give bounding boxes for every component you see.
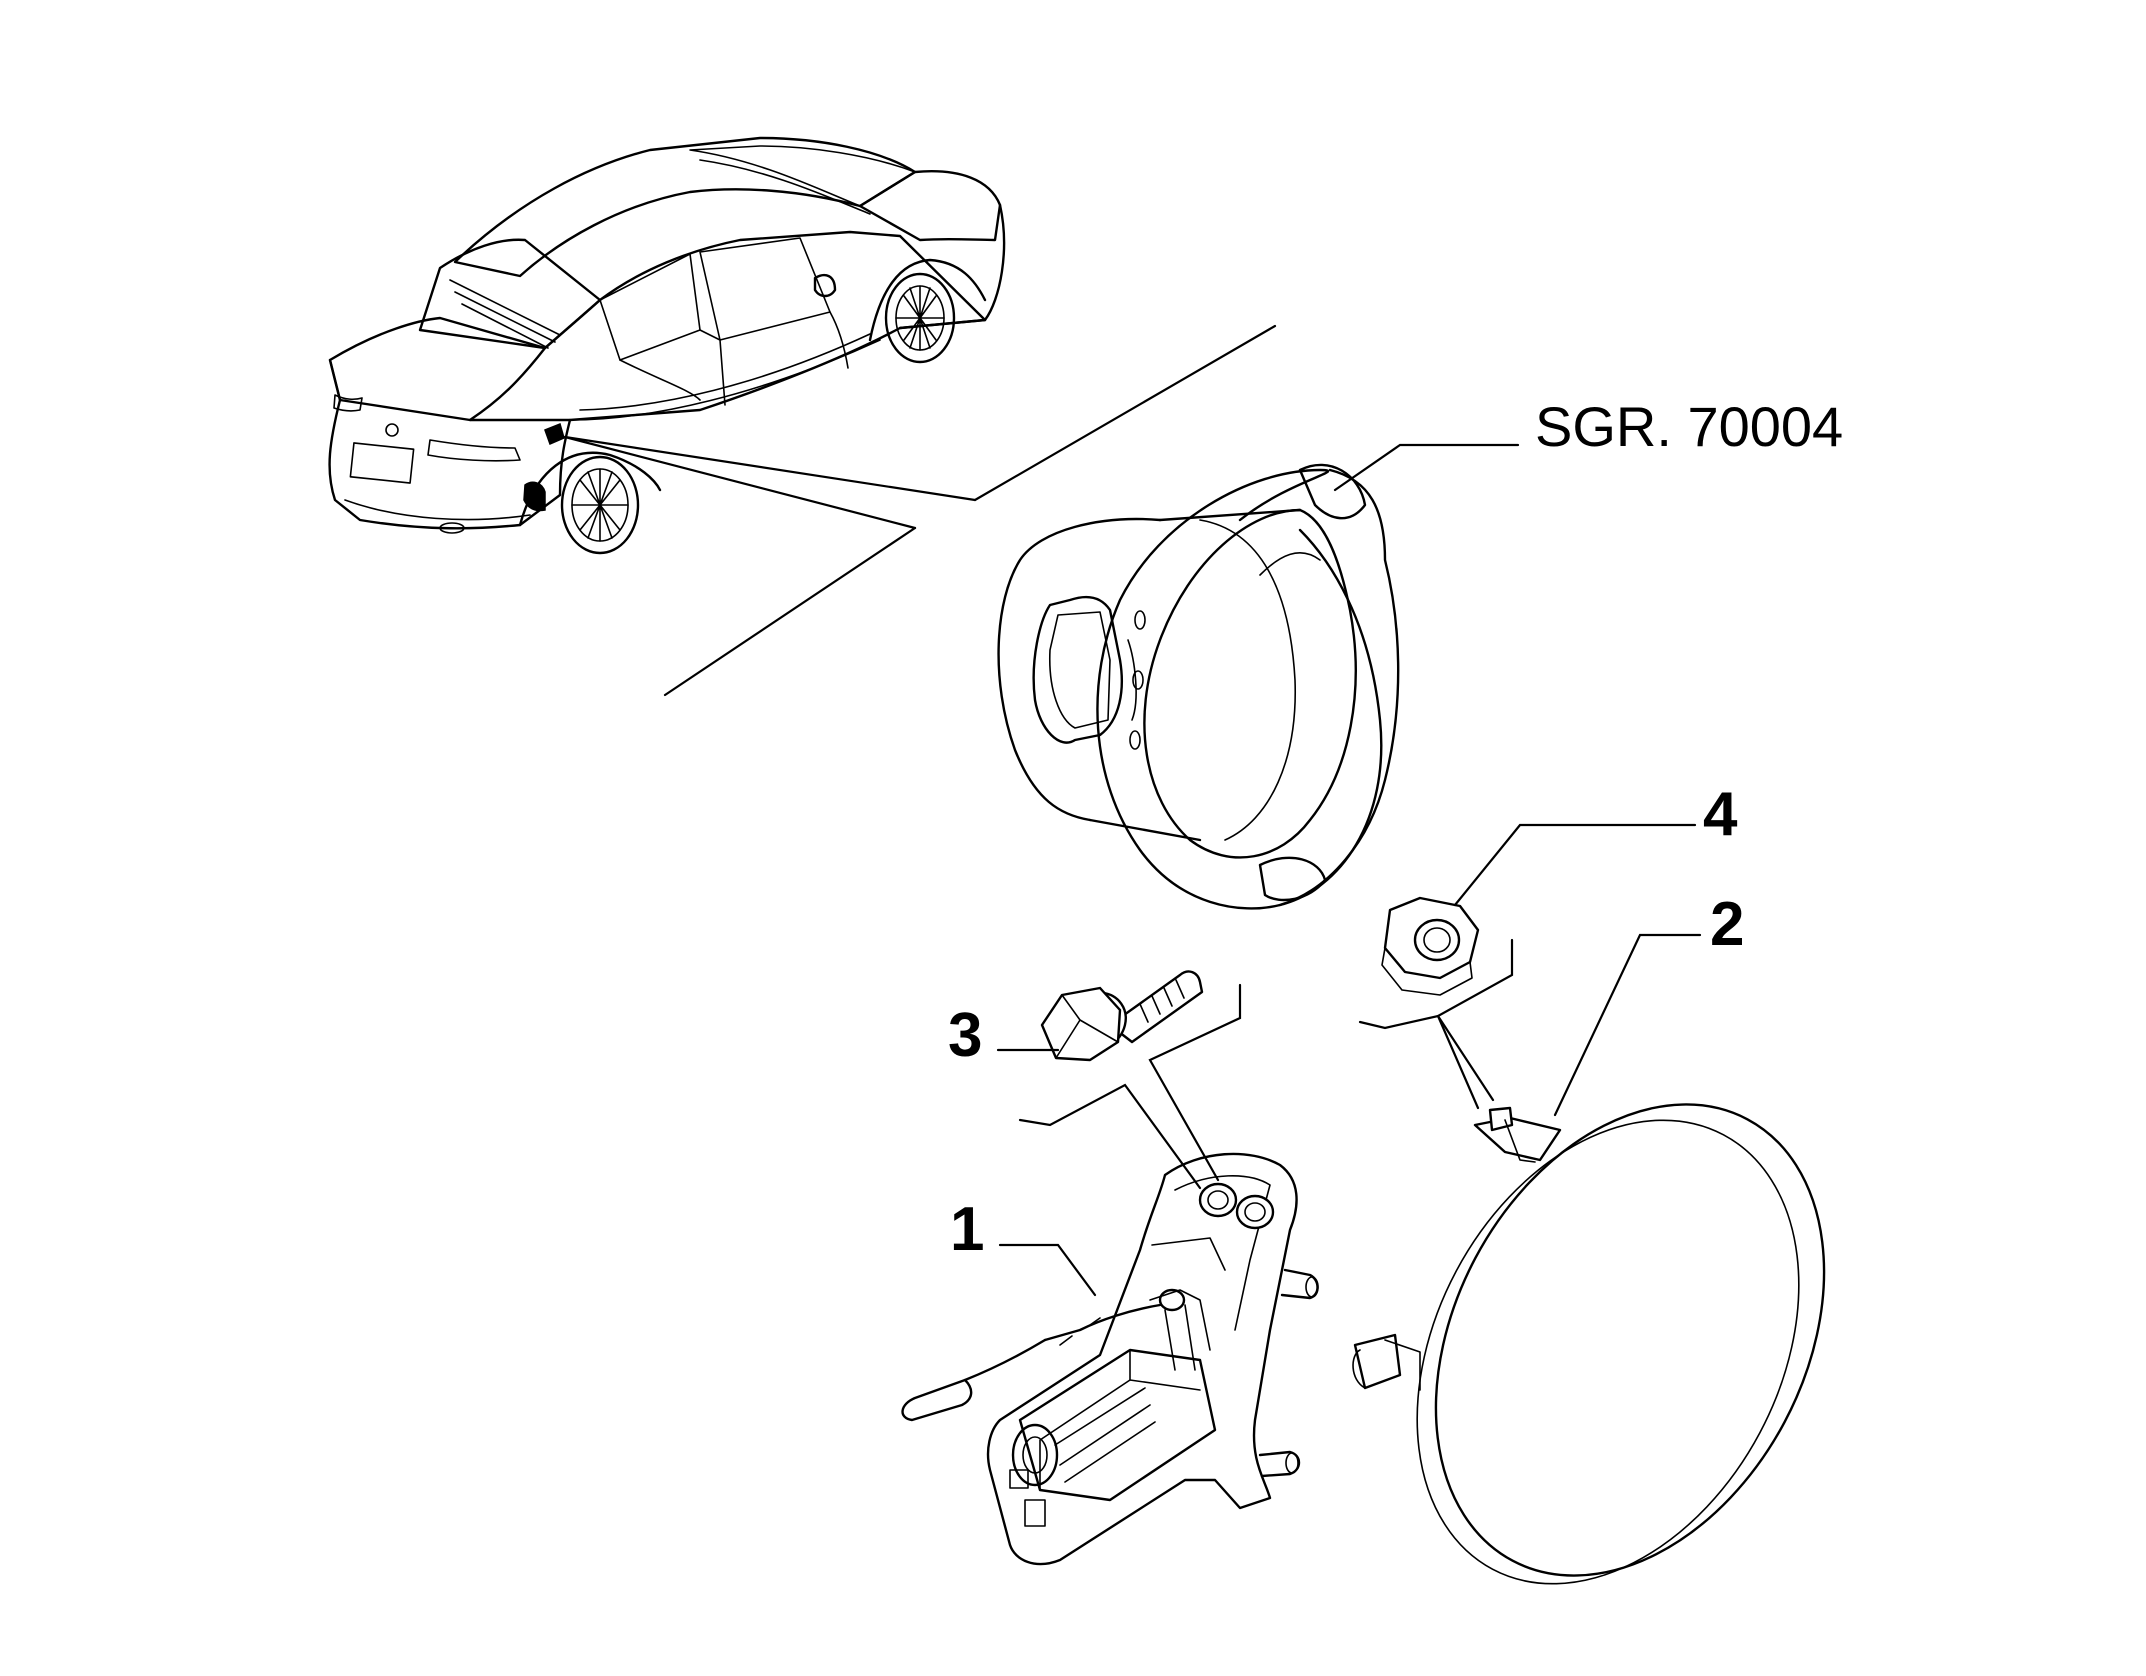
reference-label: SGR. 70004: [1535, 395, 1843, 458]
fuel-filler-door-icon: [1352, 1103, 1826, 1585]
part-1-callout: 1: [950, 1195, 984, 1264]
part-2-callout: 2: [1710, 890, 1744, 959]
flanged-nut-icon: [1381, 896, 1480, 996]
reference-leader-line: [1333, 443, 1520, 492]
part-4-callout: 4: [1703, 780, 1738, 849]
part-3-callout: 3: [948, 1001, 982, 1070]
flanged-bolt-icon: [1040, 970, 1204, 1062]
part-1-leader-line: [998, 1243, 1097, 1297]
fuel-flap-lock-actuator-icon: [901, 1152, 1319, 1566]
part-2-leader-line: [1553, 933, 1702, 1117]
fuel-filler-housing-icon: [997, 463, 1400, 910]
part-4-leader-line: [1453, 823, 1697, 907]
sedan-rear-view-icon: [328, 136, 1006, 555]
mounting-guide-lines: [1018, 938, 1514, 1190]
zoom-projection-lines: [563, 324, 1277, 697]
